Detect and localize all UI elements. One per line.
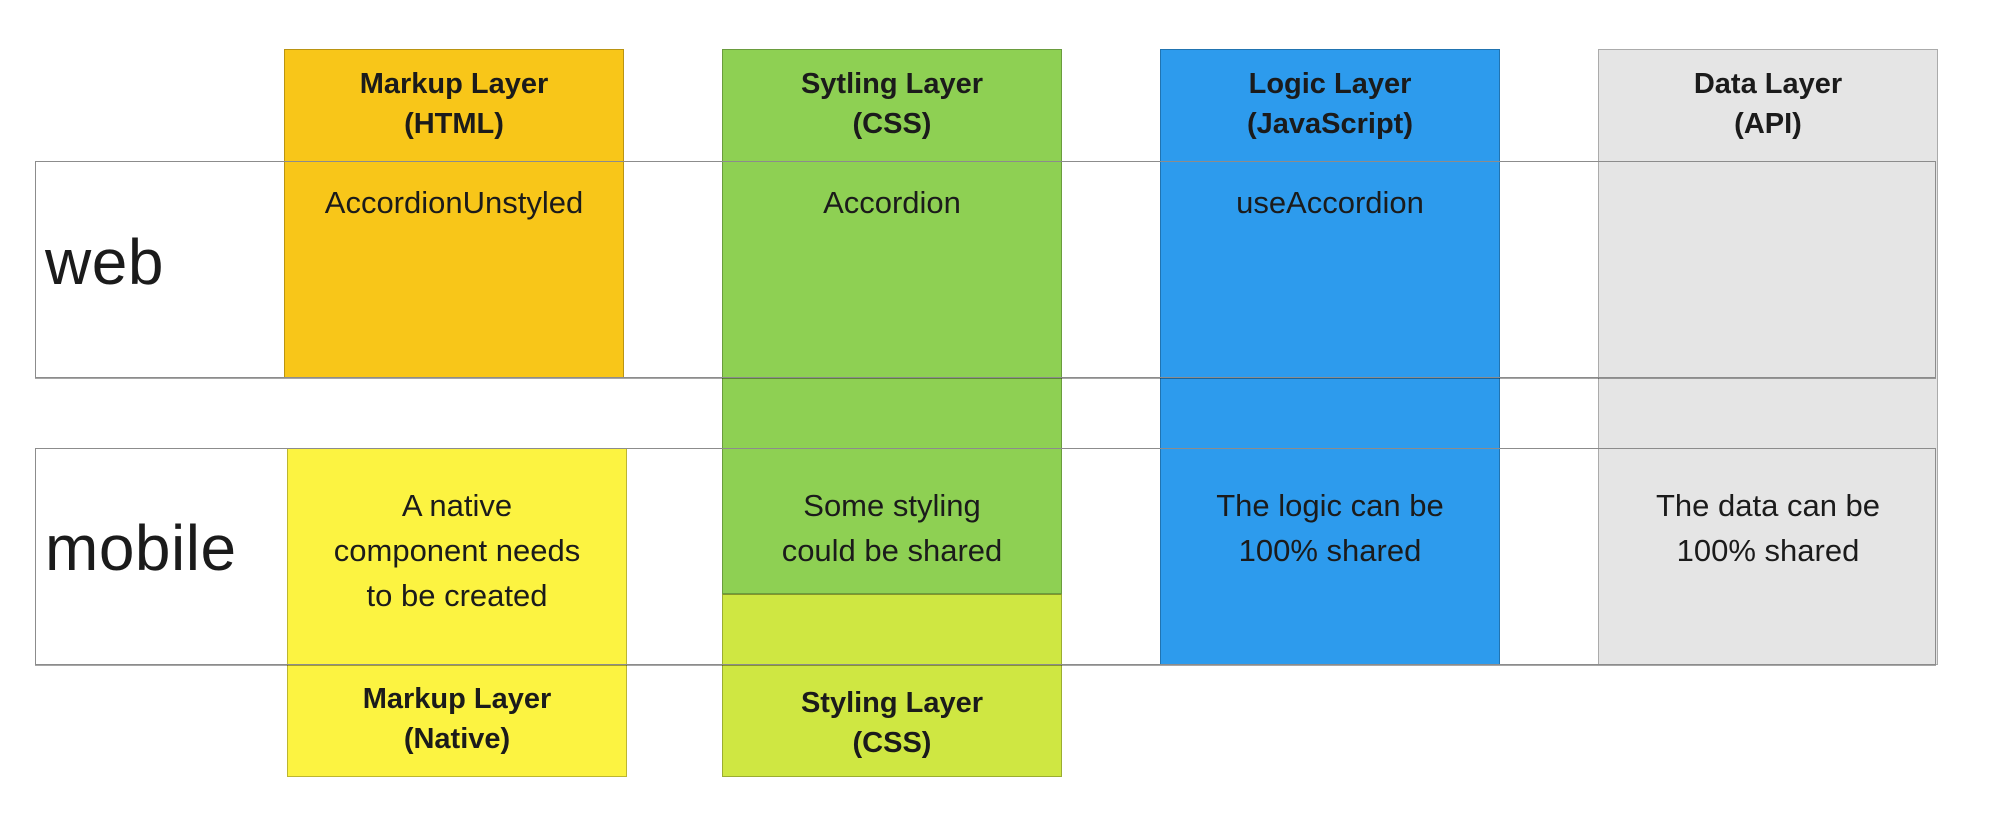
markup-layer-html-header: Markup Layer (HTML) [359,68,549,140]
markup-layer-html-column: Markup Layer (HTML) AccordionUnstyled [284,49,624,378]
native-component-note: A native component needs to be created [333,488,581,613]
accordion-unstyled-label: AccordionUnstyled [324,185,584,220]
mobile-row-bottom-line [35,665,1936,666]
accordion-label: Accordion [823,185,961,220]
markup-layer-native-column: A native component needs to be created M… [287,448,627,777]
mobile-row [35,448,1936,665]
styling-layer-css-mobile-header: Styling Layer (CSS) [800,687,984,759]
use-accordion-label: useAccordion [1236,185,1424,220]
styling-shared-note: Some styling could be shared [781,488,1003,568]
styling-layer-header: Sytling Layer (CSS) [800,68,984,140]
web-row-label: web [45,226,164,298]
web-row [35,161,1936,378]
data-shared-note: The data can be 100% shared [1655,488,1881,568]
data-layer-column: Data Layer (API) The data can be 100% sh… [1598,49,1938,665]
logic-layer-column: Logic Layer (JavaScript) useAccordion Th… [1160,49,1500,665]
mobile-row-label: mobile [45,512,237,584]
markup-layer-native-header: Markup Layer (Native) [362,683,552,755]
logic-layer-header: Logic Layer (JavaScript) [1246,68,1413,140]
styling-layer-css-mobile-column: Styling Layer (CSS) [722,594,1062,777]
web-row-bottom-line [35,378,1936,379]
logic-shared-note: The logic can be 100% shared [1216,488,1444,568]
data-layer-header: Data Layer (API) [1693,68,1843,140]
styling-layer-column: Sytling Layer (CSS) Accordion Some styli… [722,49,1062,594]
